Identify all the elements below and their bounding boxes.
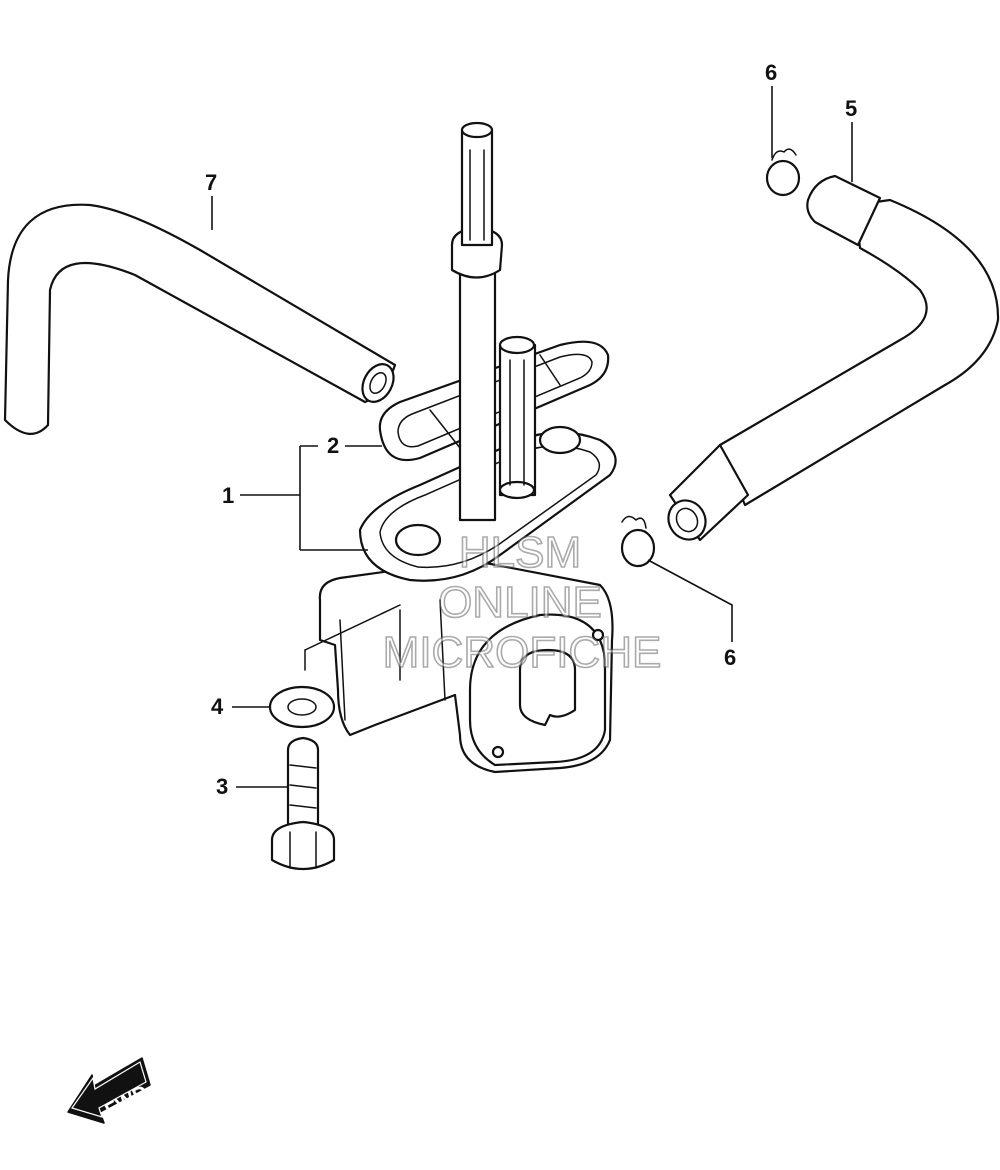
callout-numbers: 1 2 3 4 5 6 6 7	[205, 60, 857, 799]
leader-line-6-bottom	[647, 559, 733, 642]
watermark: HLSM ONLINE MICROFICHE	[382, 527, 662, 678]
callout-6-bottom: 6	[724, 645, 736, 670]
bolt-part-3[interactable]	[270, 736, 336, 870]
washer-part-4[interactable]	[268, 685, 336, 729]
fwd-direction-arrow: FWD	[67, 1057, 152, 1124]
callout-4: 4	[211, 694, 224, 719]
callout-3: 3	[216, 774, 228, 799]
fuel-pickup-pipe	[450, 121, 504, 522]
callout-6-top: 6	[765, 60, 777, 85]
clip-part-6-top[interactable]	[765, 148, 801, 197]
clip-part-6-bottom[interactable]	[620, 515, 656, 568]
reserve-pipe	[498, 335, 537, 500]
leader-lines	[211, 86, 853, 788]
hose-part-5[interactable]	[661, 174, 1000, 546]
callout-7: 7	[205, 170, 217, 195]
hose-part-7[interactable]	[3, 203, 400, 435]
watermark-line-3: MICROFICHE	[383, 628, 662, 677]
callout-5: 5	[845, 96, 857, 121]
fwd-arrow-icon	[67, 1057, 151, 1124]
callout-2: 2	[327, 433, 339, 458]
callout-1: 1	[222, 483, 234, 508]
watermark-line-2: ONLINE	[438, 578, 602, 627]
watermark-line-1: HLSM	[459, 528, 581, 577]
